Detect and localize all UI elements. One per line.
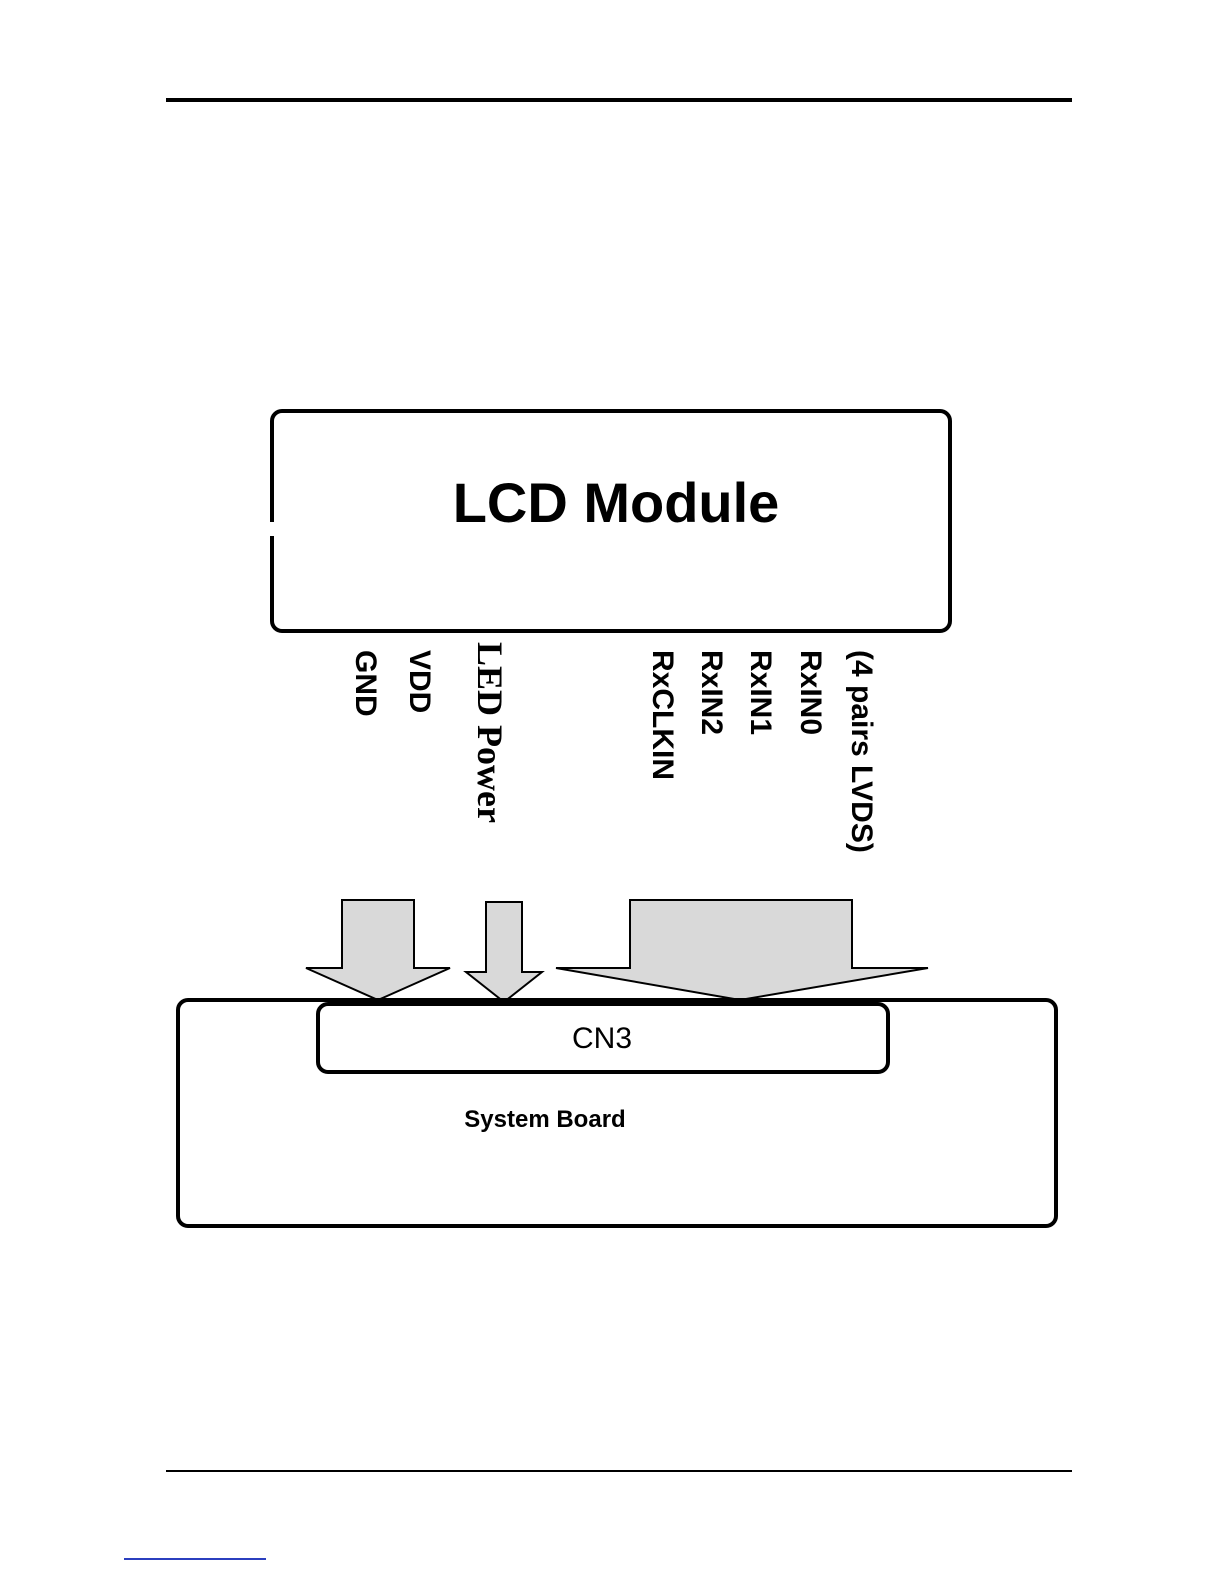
signal-label-led-power: LED Power [470,642,510,823]
lcd-module-label: LCD Module [453,471,780,534]
system-board-block: CN3 System Board [178,1000,1056,1226]
signal-label-gnd: GND [349,650,382,717]
lcd-module-block: LCD Module [266,411,950,631]
signal-label-lvds-note: (4 pairs LVDS) [845,650,878,853]
arrow-lvds [556,900,928,1000]
signal-label-rxclkin: RxCLKIN [646,650,679,780]
arrow-led-power [466,902,542,1002]
signal-label-vdd: VDD [403,650,436,713]
connector-cn3-label: CN3 [572,1022,632,1055]
arrow-gnd-vdd [306,900,450,1000]
footer-rule [166,1470,1072,1472]
signal-label-rxin1: RxIN1 [744,650,777,735]
signal-label-rxin2: RxIN2 [695,650,728,735]
system-board-label: System Board [464,1106,625,1133]
lcd-module-box-gap [266,522,278,536]
signal-labels: GND VDD LED Power RxCLKIN RxIN2 RxIN1 Rx… [349,642,878,853]
signal-arrows [306,900,928,1002]
signal-label-rxin0: RxIN0 [794,650,827,735]
footer-link-underline [124,1558,266,1560]
